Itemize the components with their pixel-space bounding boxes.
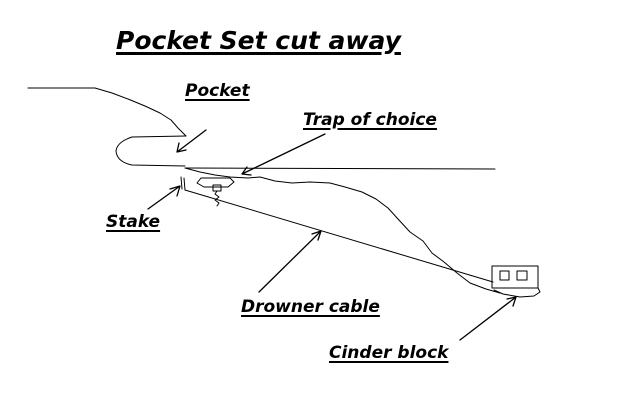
trap-arrow [241, 133, 326, 176]
pocket-arrow [176, 129, 207, 153]
pocket-outline [115, 135, 187, 167]
trap-jaw [212, 184, 222, 192]
cinder-block-hole-left [499, 270, 510, 281]
trap-chain [214, 190, 220, 207]
bank-surface-line [27, 87, 187, 137]
stake-arrow [147, 185, 181, 210]
cinder-block-label: Cinder block [329, 343, 449, 363]
cinder-block-ground [493, 287, 541, 298]
underwater-bank-profile [184, 167, 501, 294]
diagram-title: Pocket Set cut away [116, 26, 401, 55]
pocket-label: Pocket [185, 81, 250, 101]
drowner-cable-label: Drowner cable [241, 297, 380, 317]
cinder-block-hole-right [516, 270, 528, 281]
stake-label: Stake [106, 212, 161, 232]
trap-body [196, 177, 235, 188]
drowner-arrow [258, 230, 322, 293]
cinder-arrow [459, 296, 517, 341]
trap-label: Trap of choice [303, 110, 437, 130]
water-surface-line [184, 167, 496, 170]
drowner-cable-line [184, 189, 494, 283]
cinder-block [491, 265, 539, 289]
stake [180, 176, 186, 191]
